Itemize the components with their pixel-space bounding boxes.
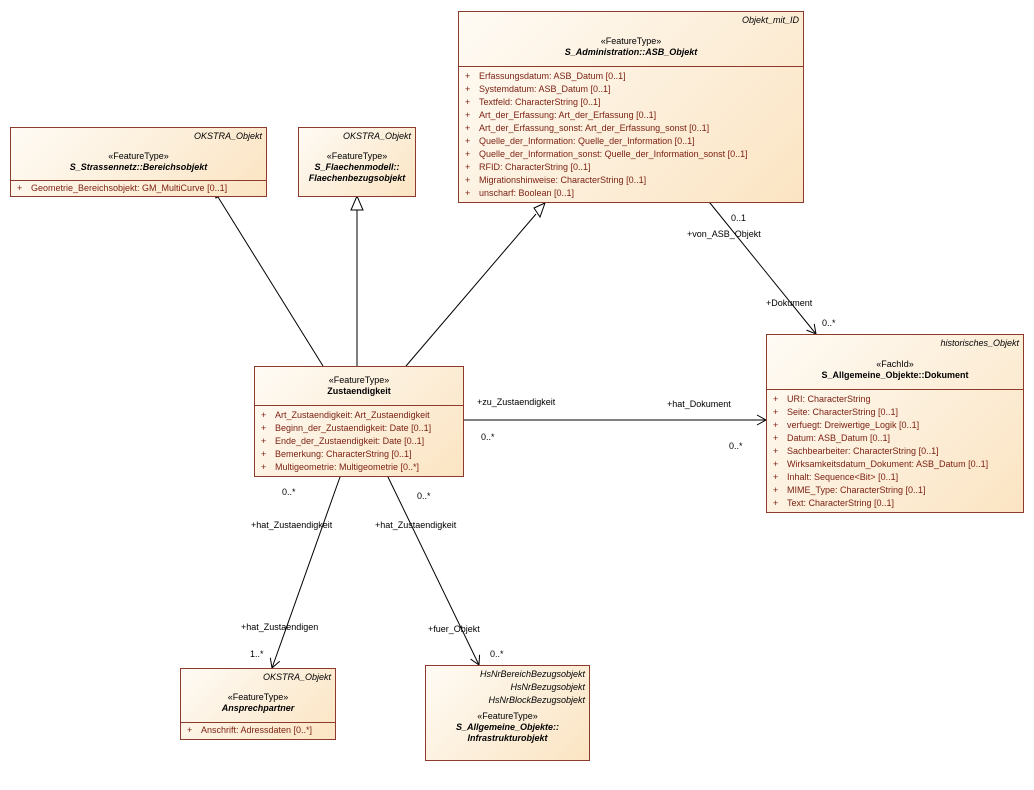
class-flaechenbezugsobjekt[interactable]: OKSTRA_Objekt «FeatureType» S_Flaechenmo… (298, 127, 416, 197)
attribute: +Erfassungsdatum: ASB_Datum [0..1] (465, 71, 626, 81)
attribute: +Systemdatum: ASB_Datum [0..1] (465, 84, 611, 94)
attribute: +Art_der_Erfassung: Art_der_Erfassung [0… (465, 110, 657, 120)
multiplicity-label: 0..* (822, 318, 836, 328)
class-asb-objekt[interactable]: Objekt_mit_ID «FeatureType» S_Administra… (458, 11, 804, 203)
attribute: +Seite: CharacterString [0..1] (773, 407, 899, 417)
stereotype: «FeatureType» (328, 375, 390, 385)
stereotype: «FeatureType» (108, 151, 169, 161)
attribute: +unscharf: Boolean [0..1] (465, 188, 575, 198)
class-dokument[interactable]: historisches_Objekt «FachId» S_Allgemein… (766, 334, 1024, 513)
multiplicity-label: 0..* (417, 491, 431, 501)
attribute-list: +URI: CharacterString +Seite: CharacterS… (767, 390, 1023, 513)
class-name-line1: S_Allgemeine_Objekte:: (455, 722, 560, 732)
association-zustaendigkeit-ansprechpartner[interactable] (269, 466, 349, 669)
attribute: +Beginn_der_Zustaendigkeit: Date [0..1] (261, 423, 432, 433)
class-tag: OKSTRA_Objekt (262, 672, 331, 682)
role-label: +fuer_Objekt (428, 624, 480, 634)
attribute: +Multigeometrie: Multigeometrie [0..*] (261, 462, 420, 472)
class-tag: OKSTRA_Objekt (342, 131, 411, 141)
stereotype: «FachId» (876, 359, 914, 369)
attribute: +verfuegt: Dreiwertige_Logik [0..1] (773, 420, 920, 430)
association-zustaendigkeit-infrastrukturobjekt[interactable] (379, 466, 481, 666)
class-zustaendigkeit[interactable]: «FeatureType» Zustaendigkeit +Art_Zustae… (254, 366, 464, 477)
class-infrastrukturobjekt[interactable]: HsNrBereichBezugsobjekt HsNrBezugsobjekt… (425, 665, 590, 761)
class-name: S_Allgemeine_Objekte::Dokument (821, 370, 969, 380)
multiplicity-label: 0..* (490, 649, 504, 659)
class-name-line1: S_Flaechenmodell:: (314, 162, 400, 172)
class-tag: HsNrBezugsobjekt (510, 682, 585, 692)
role-label: +hat_Zustaendigen (241, 622, 319, 632)
stereotype: «FeatureType» (600, 36, 662, 46)
class-name: S_Administration::ASB_Objekt (564, 47, 698, 57)
class-ansprechpartner[interactable]: OKSTRA_Objekt «FeatureType» Ansprechpart… (180, 668, 336, 740)
stereotype: «FeatureType» (477, 711, 538, 721)
attribute: +Geometrie_Bereichsobjekt: GM_MultiCurve… (17, 183, 228, 193)
attribute-list: +Art_Zustaendigkeit: Art_Zustaendigkeit … (255, 406, 463, 477)
generalization-arrowhead-flaechenbezugsobjekt (350, 194, 364, 211)
class-tag: historisches_Objekt (940, 338, 1019, 348)
class-name: Zustaendigkeit (327, 386, 391, 396)
role-label: +von_ASB_Objekt (687, 229, 761, 239)
attribute: +Anschrift: Adressdaten [0..*] (187, 725, 313, 735)
multiplicity-label: 0..* (481, 432, 495, 442)
class-name: Ansprechpartner (221, 703, 295, 713)
association-asb-dokument[interactable] (700, 192, 817, 335)
attribute: +Quelle_der_Information_sonst: Quelle_de… (465, 149, 748, 159)
generalization-asb-objekt[interactable] (405, 213, 537, 367)
attribute: +Ende_der_Zustaendigkeit: Date [0..1] (261, 436, 425, 446)
attribute: +Datum: ASB_Datum [0..1] (773, 433, 891, 443)
attribute: +Sachbearbeiter: CharacterString [0..1] (773, 446, 939, 456)
attribute: +RFID: CharacterString [0..1] (465, 162, 591, 172)
attribute: +MIME_Type: CharacterString [0..1] (773, 485, 926, 495)
multiplicity-label: 0..1 (731, 213, 747, 223)
class-name: S_Strassennetz::Bereichsobjekt (69, 162, 208, 172)
stereotype: «FeatureType» (326, 151, 388, 161)
attribute: +Textfeld: CharacterString [0..1] (465, 97, 601, 107)
class-tag: HsNrBlockBezugsobjekt (488, 695, 585, 705)
class-bereichsobjekt[interactable]: OKSTRA_Objekt «FeatureType» S_Strassenne… (10, 127, 267, 197)
attribute: +Art_Zustaendigkeit: Art_Zustaendigkeit (261, 410, 430, 420)
attribute-list: +Erfassungsdatum: ASB_Datum [0..1] +Syst… (459, 67, 803, 203)
attribute: +Art_der_Erfassung_sonst: Art_der_Erfass… (465, 123, 710, 133)
class-tag: OKSTRA_Objekt (193, 131, 262, 141)
attribute-list: +Geometrie_Bereichsobjekt: GM_MultiCurve… (11, 181, 266, 198)
attribute: +URI: CharacterString (773, 394, 871, 404)
attribute: +Migrationshinweise: CharacterString [0.… (465, 175, 647, 185)
class-tag: HsNrBereichBezugsobjekt (479, 669, 585, 679)
attribute: +Bemerkung: CharacterString [0..1] (261, 449, 412, 459)
class-tag: Objekt_mit_ID (741, 15, 799, 25)
role-label: +hat_Zustaendigkeit (375, 520, 457, 530)
attribute: +Quelle_der_Information: Quelle_der_Info… (465, 136, 695, 146)
attribute: +Text: CharacterString [0..1] (773, 498, 895, 508)
role-label: +Dokument (766, 298, 813, 308)
role-label: +hat_Zustaendigkeit (251, 520, 333, 530)
multiplicity-label: 0..* (729, 441, 743, 451)
multiplicity-label: 1..* (250, 649, 264, 659)
attribute-list: +Anschrift: Adressdaten [0..*] (181, 723, 335, 740)
multiplicity-label: 0..* (282, 487, 296, 497)
class-name-line2: Infrastrukturobjekt (467, 733, 548, 743)
role-label: +hat_Dokument (667, 399, 731, 409)
attribute: +Inhalt: Sequence<Bit> [0..1] (773, 472, 899, 482)
generalization-arrowhead-asb-objekt (533, 202, 546, 219)
attribute: +Wirksamkeitsdatum_Dokument: ASB_Datum [… (773, 459, 989, 469)
role-label: +zu_Zustaendigkeit (477, 397, 556, 407)
class-name-line2: Flaechenbezugsobjekt (308, 173, 406, 183)
stereotype: «FeatureType» (227, 692, 289, 702)
generalization-bereichsobjekt[interactable] (217, 196, 324, 367)
